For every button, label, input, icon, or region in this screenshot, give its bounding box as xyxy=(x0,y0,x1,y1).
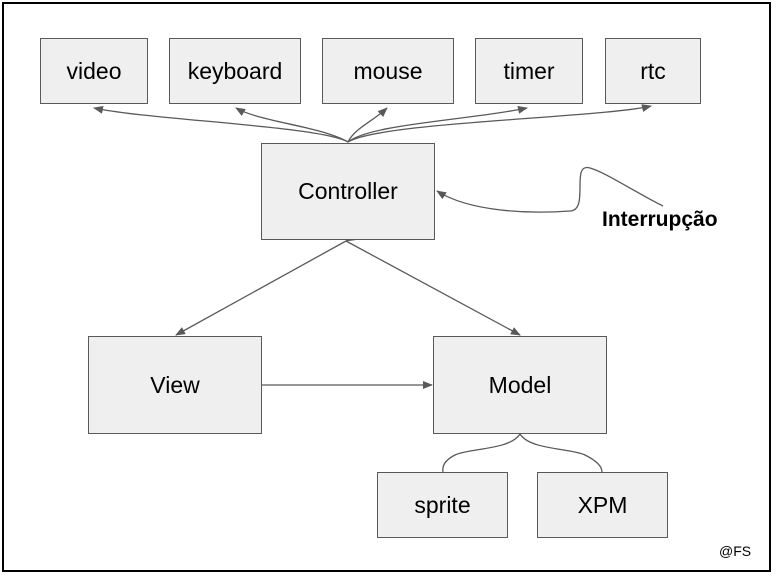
node-mouse-label: mouse xyxy=(353,57,423,84)
node-view-label: View xyxy=(150,371,200,398)
node-keyboard-label: keyboard xyxy=(187,57,283,84)
edge-controller-view xyxy=(175,233,356,336)
credit-label: @FS xyxy=(719,543,752,559)
node-timer: timer xyxy=(475,38,583,104)
edge-controller-timer xyxy=(347,105,528,143)
diagram-frame xyxy=(2,2,771,572)
edge-interrupt-controller xyxy=(436,167,664,213)
node-video: video xyxy=(40,38,148,104)
interrupt-label: Interrupção xyxy=(602,208,718,231)
node-sprite: sprite xyxy=(377,472,508,538)
node-view: View xyxy=(88,336,262,434)
edge-controller-keyboard xyxy=(235,107,349,143)
node-rtc-label: rtc xyxy=(640,57,666,84)
node-mouse: mouse xyxy=(322,38,454,104)
node-video-label: video xyxy=(66,57,122,84)
node-model: Model xyxy=(433,336,607,434)
edge-model-xpm xyxy=(519,433,603,473)
node-model-label: Model xyxy=(488,371,552,398)
edge-controller-video xyxy=(93,105,349,143)
node-controller: Controller xyxy=(261,143,435,240)
edge-controller-model xyxy=(345,240,521,336)
edge-controller-rtc xyxy=(347,104,652,143)
edge-controller-mouse xyxy=(347,107,388,143)
node-rtc: rtc xyxy=(605,38,701,104)
node-timer-label: timer xyxy=(503,57,555,84)
node-keyboard: keyboard xyxy=(169,38,301,104)
node-xpm-label: XPM xyxy=(577,491,628,518)
edge-model-sprite xyxy=(442,433,521,473)
node-controller-label: Controller xyxy=(298,178,398,204)
node-sprite-label: sprite xyxy=(414,491,471,518)
node-xpm: XPM xyxy=(537,472,668,538)
